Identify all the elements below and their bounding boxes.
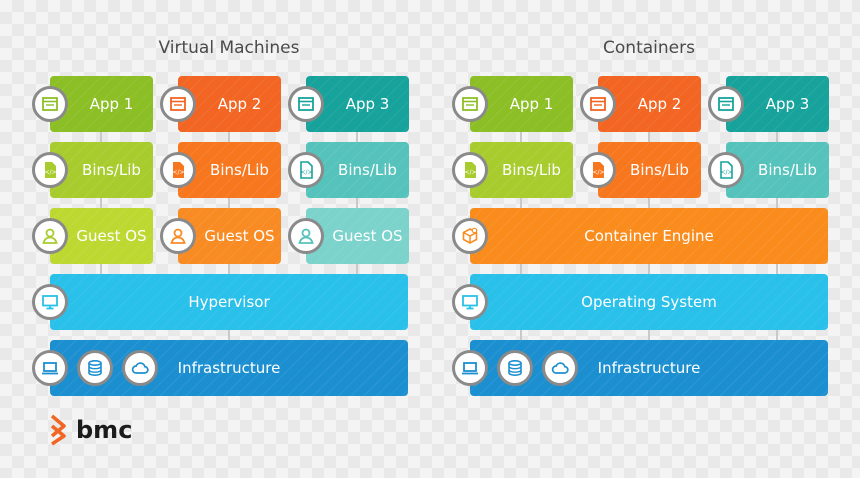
- vm-hypervisor: Hypervisor: [50, 274, 408, 330]
- code-file-icon: </>: [32, 152, 68, 188]
- tile-label: Bins/Lib: [630, 161, 689, 179]
- cloud-icon: [542, 350, 578, 386]
- connector-line: [228, 328, 230, 344]
- connector-line: [356, 130, 358, 280]
- bmc-logo-mark-icon: [50, 414, 66, 446]
- app-window-icon: [288, 86, 324, 122]
- user-icon: [160, 218, 196, 254]
- user-icon: [32, 218, 68, 254]
- tile-label: App 3: [765, 95, 810, 113]
- containers-title: Containers: [603, 38, 695, 58]
- app-window-icon: [708, 86, 744, 122]
- bmc-logo: bmc: [48, 414, 132, 446]
- tile-label: Hypervisor: [188, 293, 270, 311]
- tile-label: Infrastructure: [597, 359, 701, 377]
- container-bins-3: Bins/Lib: [726, 142, 829, 198]
- monitor-icon: [452, 284, 488, 320]
- cloud-icon: [122, 350, 158, 386]
- user-icon: [288, 218, 324, 254]
- code-file-icon: </>: [452, 152, 488, 188]
- svg-text:</>: </>: [172, 169, 184, 176]
- tile-label: Infrastructure: [177, 359, 281, 377]
- laptop-icon: [452, 350, 488, 386]
- vm-app-1: App 1: [50, 76, 153, 132]
- tile-label: App 2: [217, 95, 262, 113]
- database-icon: [77, 350, 113, 386]
- app-window-icon: [160, 86, 196, 122]
- vm-title: Virtual Machines: [158, 38, 300, 58]
- tile-label: Bins/Lib: [338, 161, 397, 179]
- container-operating-system: Operating System: [470, 274, 828, 330]
- tile-label: Bins/Lib: [502, 161, 561, 179]
- tile-label: Guest OS: [204, 227, 275, 245]
- container-engine: Container Engine: [470, 208, 828, 264]
- database-icon: [497, 350, 533, 386]
- tile-label: Guest OS: [332, 227, 403, 245]
- app-window-icon: [32, 86, 68, 122]
- svg-text:</>: </>: [720, 169, 732, 176]
- tile-label: Guest OS: [76, 227, 147, 245]
- tile-label: Operating System: [581, 293, 717, 311]
- app-window-icon: [580, 86, 616, 122]
- tile-label: Bins/Lib: [758, 161, 817, 179]
- tile-label: App 3: [345, 95, 390, 113]
- bmc-logo-text: bmc: [76, 416, 133, 444]
- svg-text:</>: </>: [464, 169, 476, 176]
- tile-label: Container Engine: [584, 227, 714, 245]
- svg-text:</>: </>: [592, 169, 604, 176]
- tile-label: App 1: [509, 95, 554, 113]
- container-app-1: App 1: [470, 76, 573, 132]
- container-app-3: App 3: [726, 76, 829, 132]
- tile-label: App 2: [637, 95, 682, 113]
- connector-line: [100, 130, 102, 280]
- laptop-icon: [32, 350, 68, 386]
- monitor-icon: [32, 284, 68, 320]
- tile-label: Bins/Lib: [210, 161, 269, 179]
- app-window-icon: [452, 86, 488, 122]
- connector-line: [228, 130, 230, 280]
- code-file-icon: </>: [288, 152, 324, 188]
- container-box-icon: [452, 218, 488, 254]
- code-file-icon: </>: [708, 152, 744, 188]
- code-file-icon: </>: [160, 152, 196, 188]
- tile-label: App 1: [89, 95, 134, 113]
- svg-text:</>: </>: [44, 169, 56, 176]
- code-file-icon: </>: [580, 152, 616, 188]
- tile-label: Bins/Lib: [82, 161, 141, 179]
- svg-text:</>: </>: [300, 169, 312, 176]
